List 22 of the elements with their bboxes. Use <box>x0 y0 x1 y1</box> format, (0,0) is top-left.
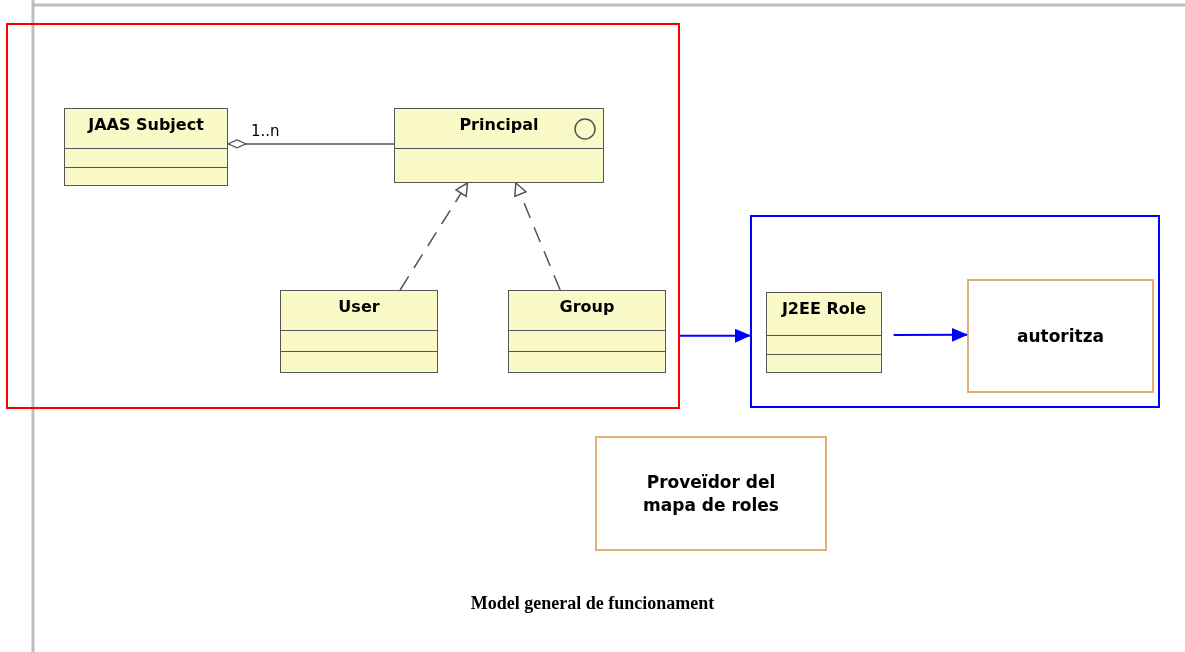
class-name: User <box>338 297 380 316</box>
aggregation-line <box>227 139 395 149</box>
arrow <box>892 327 968 342</box>
class-name: Principal <box>459 115 539 134</box>
realization-arrow <box>514 182 561 291</box>
group-frame <box>6 23 680 409</box>
realization-arrow <box>399 182 469 291</box>
component-box <box>595 436 827 551</box>
component-label: Proveïdor del mapa de roles <box>642 471 780 516</box>
component-box <box>967 279 1154 393</box>
class-box <box>766 292 882 373</box>
class-name: J2EE Role <box>781 299 867 318</box>
arrow <box>679 328 751 343</box>
class-box <box>508 290 666 373</box>
class-name: Group <box>559 297 615 316</box>
class-box <box>64 108 228 186</box>
component-label: autoritza <box>1016 324 1105 348</box>
class-box <box>280 290 438 373</box>
class-name: JAAS Subject <box>88 115 204 134</box>
caption: Model general de funcionament <box>470 593 715 613</box>
group-frame <box>750 215 1160 408</box>
interface-box <box>394 108 604 183</box>
